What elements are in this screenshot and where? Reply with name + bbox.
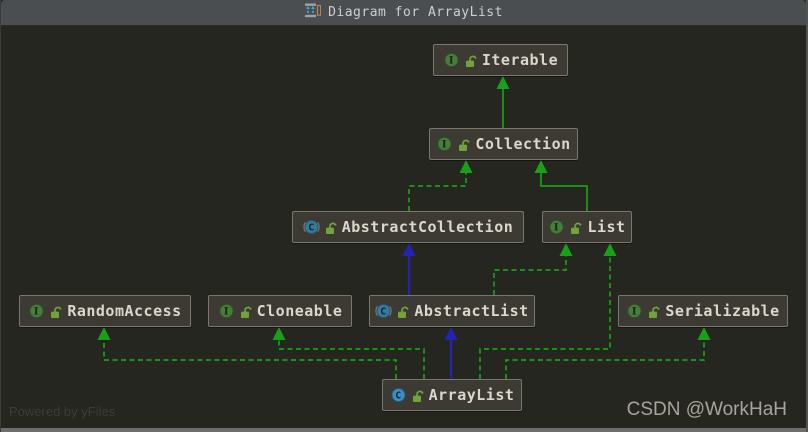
class-node-abstractlist[interactable]: C AbstractList	[369, 295, 535, 327]
arrowhead-collection-to-iterable	[496, 76, 510, 89]
class-node-cloneable[interactable]: I Cloneable	[208, 295, 352, 327]
edge-arraylist-to-cloneable[interactable]	[278, 340, 425, 379]
arrowhead-arraylist-to-cloneable	[272, 327, 286, 340]
powered-by-yfiles-label: Powered by yFiles	[9, 404, 116, 419]
class-node-iterable[interactable]: I Iterable	[433, 44, 568, 76]
class-node-list[interactable]: I List	[542, 211, 632, 243]
csdn-watermark: CSDN @WorkHaH	[626, 399, 787, 420]
interface-icon: I	[626, 303, 643, 319]
svg-text:I: I	[632, 307, 637, 318]
svg-text:C: C	[395, 391, 402, 402]
unlocked-padlock-icon	[570, 220, 583, 235]
interface-icon: I	[548, 219, 565, 235]
svg-text:I: I	[224, 307, 229, 318]
class-node-label: Iterable	[481, 51, 559, 69]
window-title: Diagram for ArrayList	[328, 5, 503, 20]
svg-text:I: I	[449, 56, 454, 67]
svg-text:I: I	[554, 223, 559, 234]
edge-list-to-collection[interactable]	[540, 173, 588, 211]
interface-icon: I	[28, 303, 45, 319]
interface-icon: I	[436, 136, 453, 152]
class-node-collection[interactable]: I Collection	[429, 128, 578, 160]
class-node-label: Serializable	[665, 302, 780, 320]
class-node-arraylist[interactable]: C ArrayList	[382, 379, 522, 411]
class-node-label: RandomAccess	[67, 302, 182, 320]
unlocked-padlock-icon	[465, 53, 477, 68]
window-titlebar[interactable]: Diagram for ArrayList	[1, 0, 806, 26]
arrowhead-arraylist-to-randomaccess	[97, 327, 111, 340]
class-node-label: ArrayList	[428, 386, 515, 404]
uml-diagram-icon	[304, 3, 322, 22]
svg-text:I: I	[442, 140, 447, 151]
class-node-label: AbstractCollection	[341, 218, 514, 236]
class-node-randomaccess[interactable]: I RandomAccess	[19, 295, 191, 327]
edge-abstractlist-to-list[interactable]	[493, 256, 567, 295]
interface-icon: I	[443, 52, 460, 68]
abstract-class-icon: C	[375, 303, 392, 319]
class-node-label: Collection	[475, 135, 571, 153]
unlocked-padlock-icon	[325, 220, 337, 235]
unlocked-padlock-icon	[648, 304, 660, 319]
edge-arraylist-to-list[interactable]	[479, 256, 611, 379]
class-node-label: AbstractList	[414, 302, 529, 320]
arrowhead-abstractlist-to-abstractcollection	[402, 243, 416, 256]
class-node-serializable[interactable]: I Serializable	[618, 295, 788, 327]
class-node-label: Cloneable	[256, 302, 343, 320]
arrowhead-arraylist-to-list	[603, 243, 617, 256]
svg-text:C: C	[381, 307, 388, 318]
window-bottom-edge	[1, 428, 806, 432]
edge-arraylist-to-randomaccess[interactable]	[103, 340, 397, 379]
arrowhead-abstractlist-to-list	[559, 243, 573, 256]
class-icon: C	[390, 387, 407, 403]
class-node-abstractcollection[interactable]: C AbstractCollection	[292, 211, 524, 243]
edge-arraylist-to-serializable[interactable]	[505, 340, 705, 379]
arrowhead-arraylist-to-serializable	[697, 327, 711, 340]
arrowhead-abstractcollection-to-collection	[459, 160, 473, 173]
unlocked-padlock-icon	[50, 304, 62, 319]
svg-text:C: C	[308, 223, 315, 234]
arrowhead-list-to-collection	[534, 160, 548, 173]
unlocked-padlock-icon	[397, 304, 409, 319]
svg-text:I: I	[34, 307, 39, 318]
unlocked-padlock-icon	[412, 388, 424, 403]
unlocked-padlock-icon	[458, 137, 470, 152]
unlocked-padlock-icon	[240, 304, 252, 319]
class-node-label: List	[587, 218, 626, 236]
abstract-class-icon: C	[303, 219, 320, 235]
interface-icon: I	[218, 303, 235, 319]
arrowhead-arraylist-to-abstractlist	[444, 327, 458, 340]
edge-abstractcollection-to-collection[interactable]	[408, 173, 467, 211]
